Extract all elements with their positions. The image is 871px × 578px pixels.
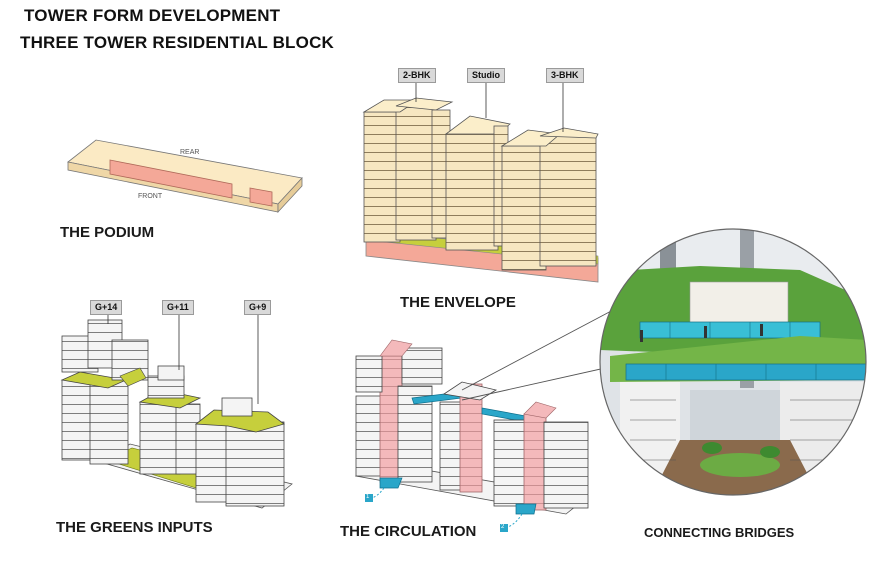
greens-tag-g11: G+11 xyxy=(162,300,194,315)
podium-rear-label: REAR xyxy=(180,149,200,156)
marker-2-box xyxy=(500,524,508,532)
title-line-1: TOWER FORM DEVELOPMENT xyxy=(24,6,281,25)
greens-tag-g9: G+9 xyxy=(244,300,272,315)
envelope-tag-studio: Studio xyxy=(467,68,505,83)
greens-drawing xyxy=(60,312,293,509)
caption-envelope: THE ENVELOPE xyxy=(400,294,516,311)
envelope-tag-2bhk: 2-BHK xyxy=(398,68,436,83)
title-line-2: THREE TOWER RESIDENTIAL BLOCK xyxy=(20,33,335,52)
greens-tag-g14: G+14 xyxy=(90,300,123,315)
bridges-render xyxy=(600,229,866,495)
caption-podium: THE PODIUM xyxy=(60,224,155,241)
podium-drawing xyxy=(67,139,303,214)
marker-1-box xyxy=(365,494,373,502)
podium-front-label: FRONT xyxy=(138,193,163,200)
caption-circulation: THE CIRCULATION xyxy=(340,523,477,540)
bridges-circle-frame xyxy=(599,228,867,496)
caption-bridges: CONNECTING BRIDGES xyxy=(644,525,795,540)
callout-line-top xyxy=(461,299,633,391)
circulation-marker-1: 1 xyxy=(366,494,370,500)
circulation-marker-2: 2 xyxy=(501,524,505,530)
caption-greens: THE GREENS INPUTS xyxy=(56,519,213,536)
envelope-tag-3bhk: 3-BHK xyxy=(546,68,584,83)
circulation-drawing xyxy=(354,339,589,532)
envelope-drawing xyxy=(362,80,599,283)
